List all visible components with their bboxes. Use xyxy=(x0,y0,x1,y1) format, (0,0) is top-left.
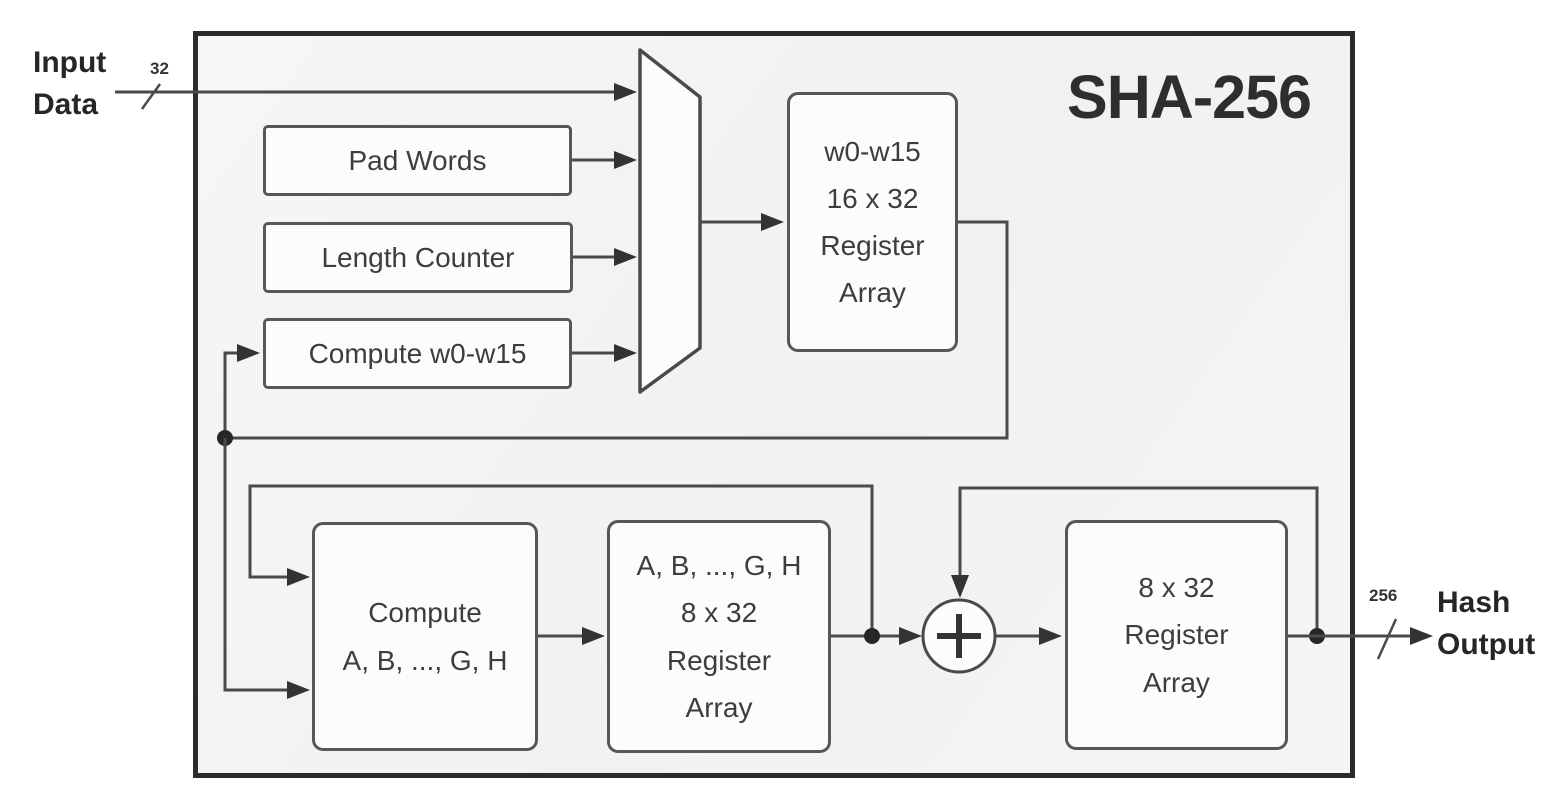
compute-w0-w15-box: Compute w0-w15 xyxy=(263,318,572,389)
diagram-title: SHA-256 xyxy=(1067,63,1312,131)
hash-output-label: Hash Output xyxy=(1437,586,1536,661)
output-bus-width-label: 256 xyxy=(1369,586,1398,605)
bus-width-tick-icon xyxy=(140,83,162,110)
w-register-array-box: w0-w15 16 x 32 Register Array xyxy=(787,92,958,352)
abgh-register-array-box: A, B, ..., G, H 8 x 32 Register Array xyxy=(607,520,831,753)
output-register-array-box: 8 x 32 Register Array xyxy=(1065,520,1288,750)
bus-width-tick-icon xyxy=(1376,618,1398,660)
input-bus-width-label: 32 xyxy=(150,59,169,78)
pad-words-box: Pad Words xyxy=(263,125,572,196)
input-data-label: Input Data xyxy=(33,46,107,121)
compute-abgh-box: Compute A, B, ..., G, H xyxy=(312,522,538,751)
length-counter-box: Length Counter xyxy=(263,222,573,293)
arrowhead xyxy=(1410,627,1433,645)
